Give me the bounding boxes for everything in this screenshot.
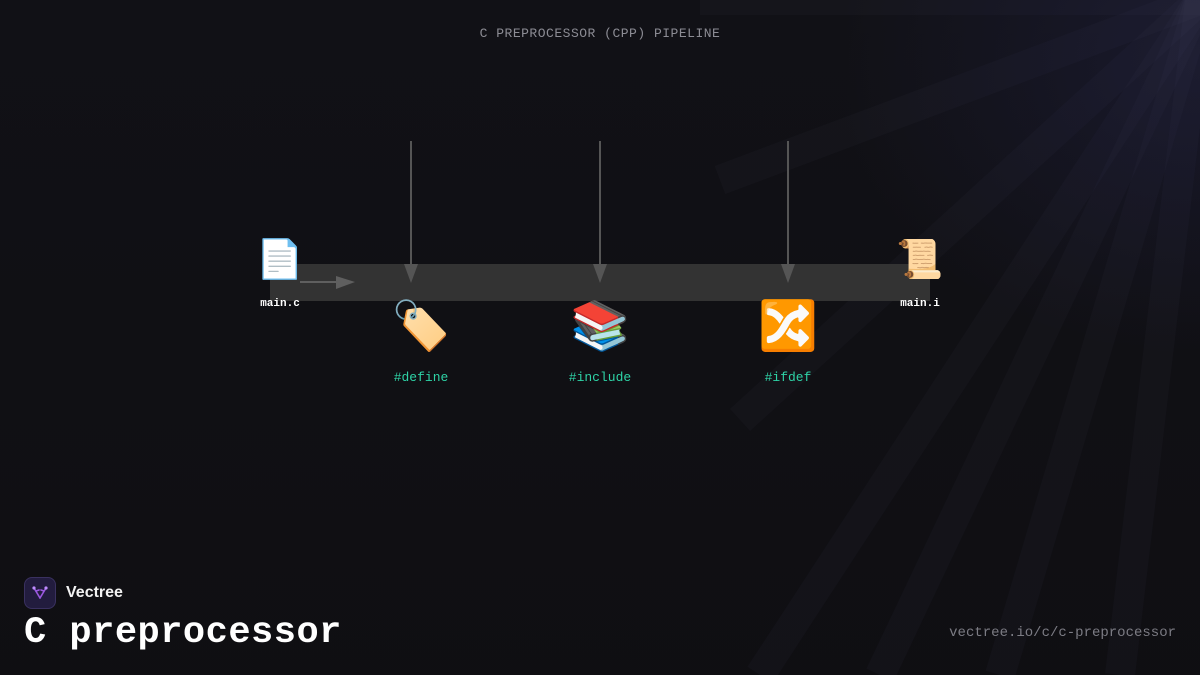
shuffle-icon: 🔀 [758, 303, 818, 357]
stage-ifdef: 🔀 #ifdef [728, 306, 848, 385]
output-file-node: 📜 main.i [890, 241, 950, 311]
stage-define: 🏷️ #define [361, 306, 481, 385]
stage-ifdef-label: #ifdef [764, 370, 812, 385]
stage-arrowhead-ifdef [781, 264, 795, 283]
vectree-logo-icon [24, 577, 56, 609]
stage-arrowhead-include [593, 264, 607, 283]
stage-arrowhead-define [404, 264, 418, 283]
scroll-icon: 📜 [896, 241, 944, 284]
books-icon: 📚 [570, 303, 630, 357]
page-heading: C preprocessor [24, 612, 342, 654]
brand[interactable]: Vectree [24, 577, 123, 609]
brand-name: Vectree [66, 584, 123, 601]
label-tag-icon: 🏷️ [391, 303, 451, 357]
input-file-label: main.c [260, 298, 300, 310]
input-file-node: 📄 main.c [250, 241, 310, 311]
output-file-label: main.i [900, 298, 940, 310]
stage-include: 📚 #include [540, 306, 660, 385]
page-facing-up-icon: 📄 [256, 241, 304, 284]
site-url[interactable]: vectree.io/c/c-preprocessor [949, 625, 1176, 641]
stage-include-label: #include [568, 370, 632, 385]
stage-define-label: #define [393, 370, 449, 385]
diagram-title: C PREPROCESSOR (CPP) PIPELINE [479, 26, 721, 41]
flow-arrow-head [336, 276, 355, 289]
